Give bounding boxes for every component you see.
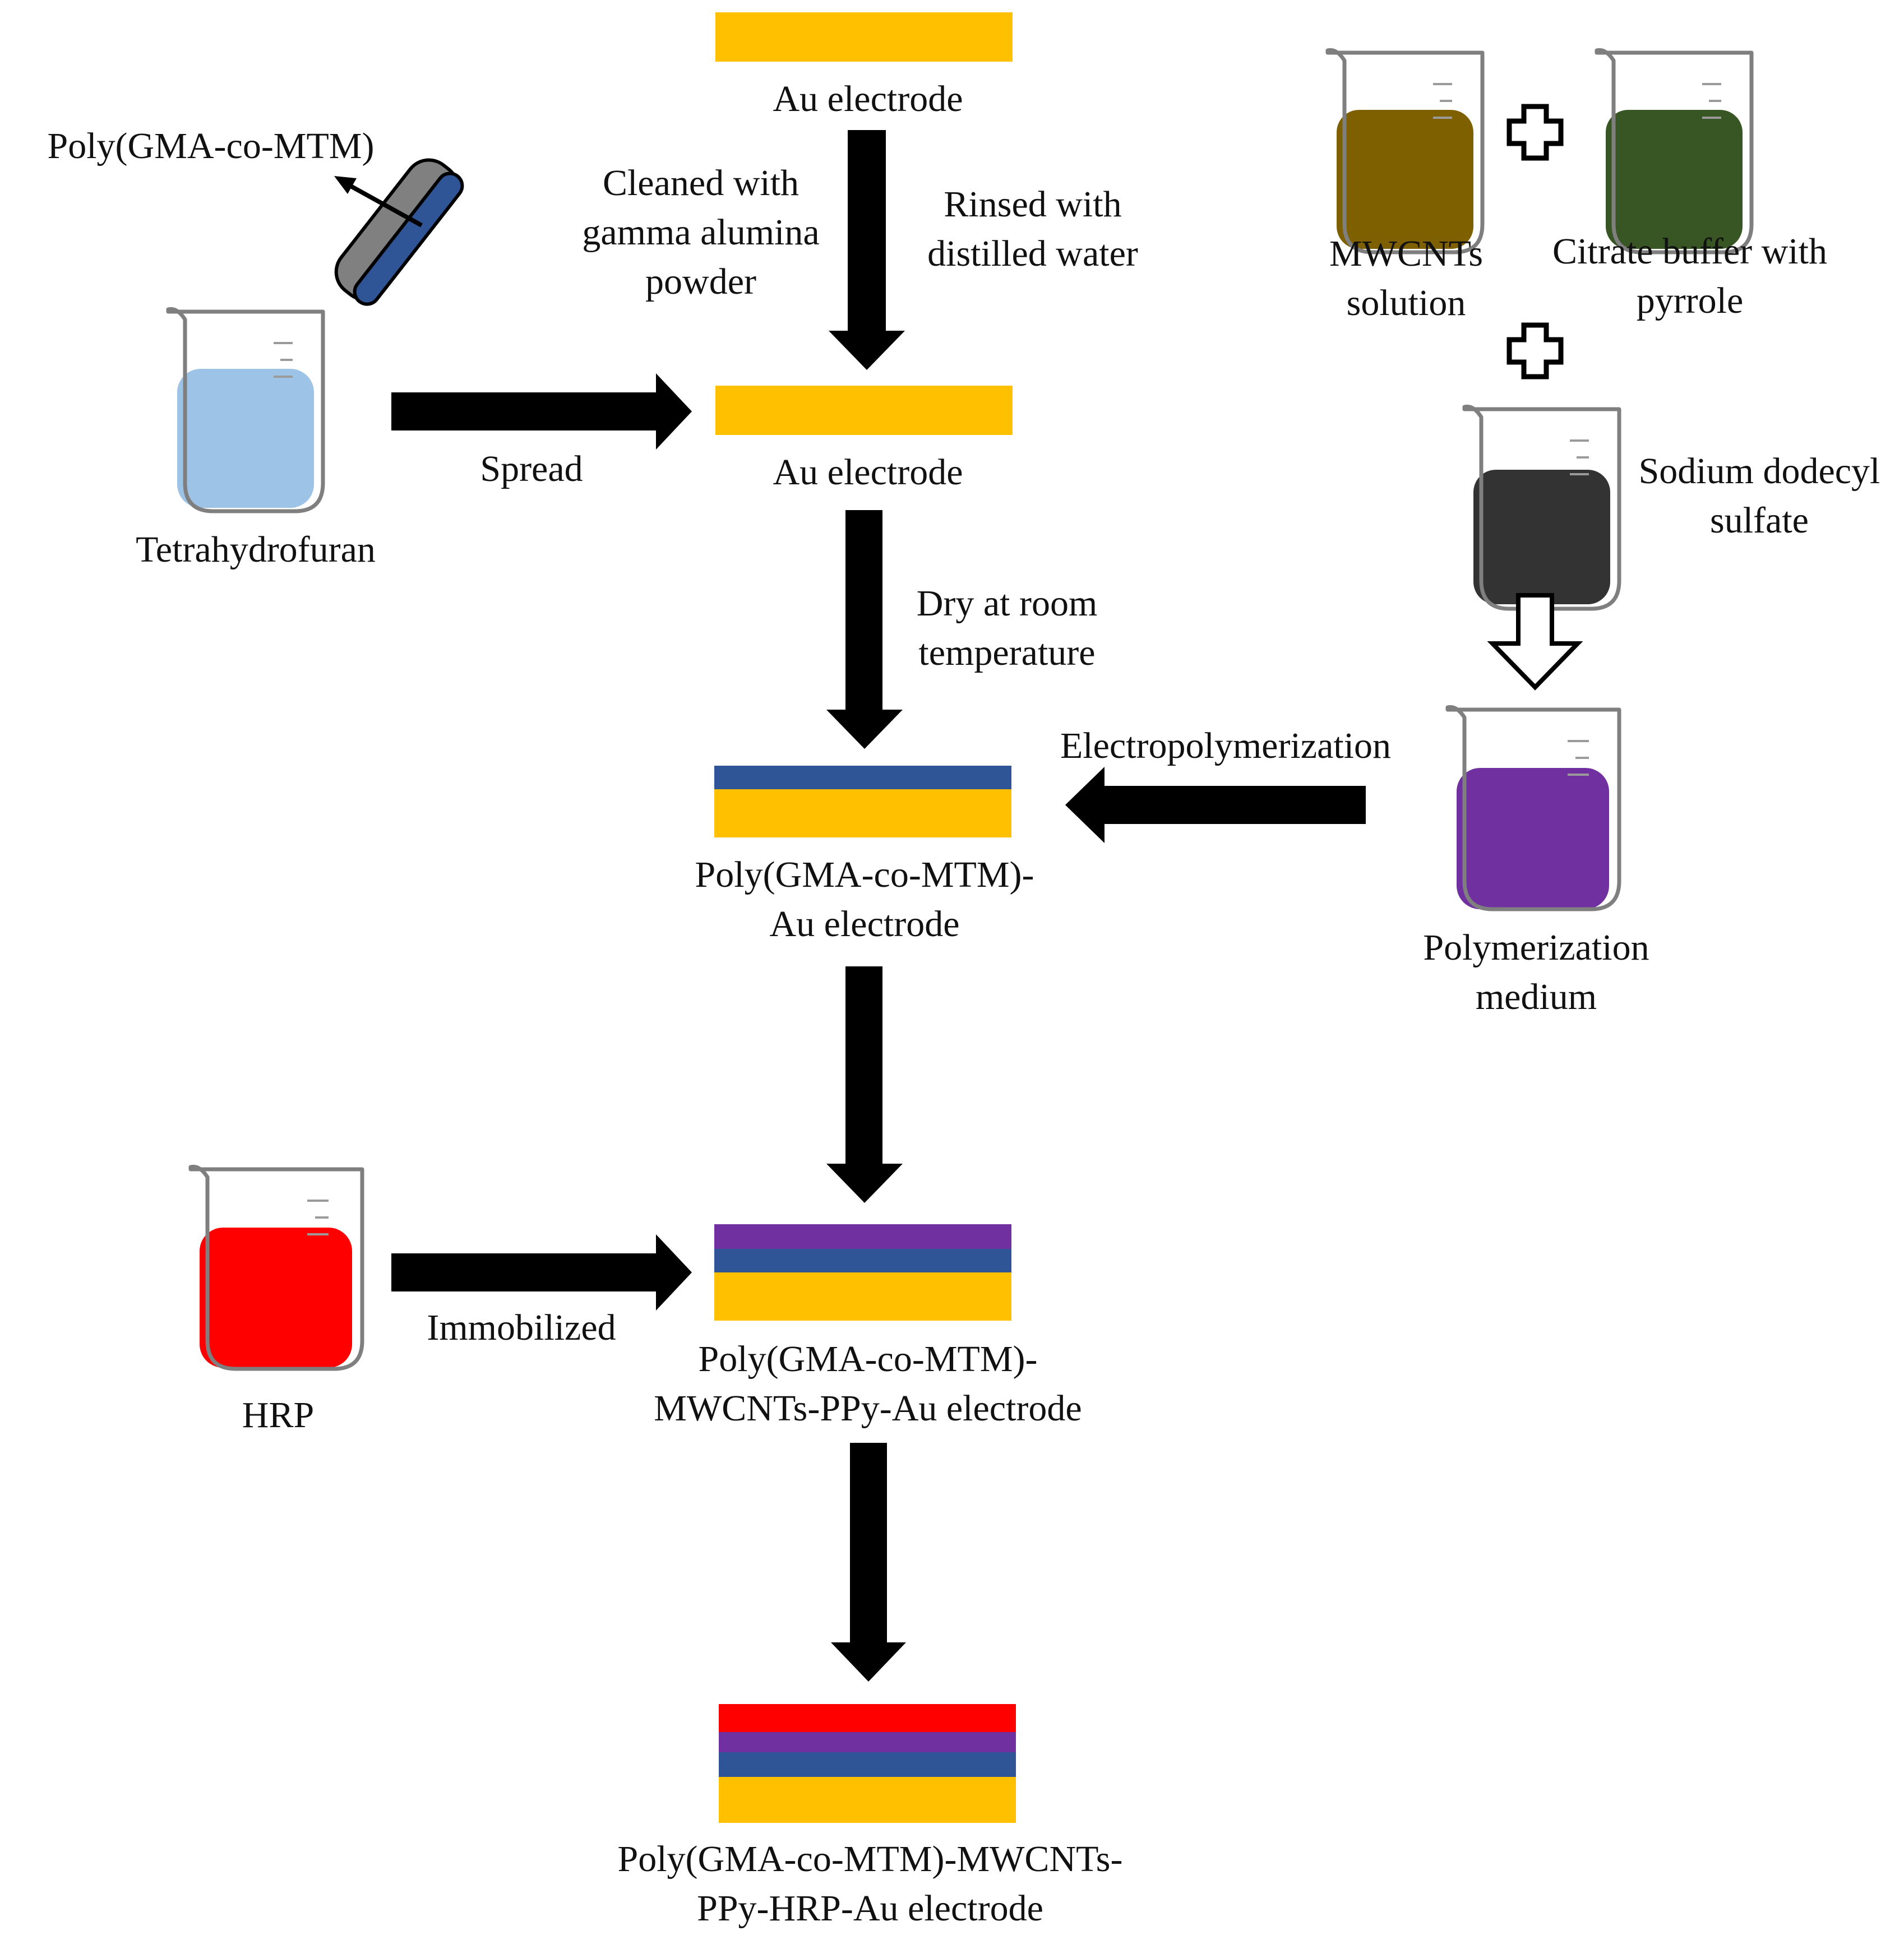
rinsed-label-line2: distilled water bbox=[927, 233, 1138, 274]
mwcnts-label-line2: solution bbox=[1347, 283, 1466, 323]
medium-liquid bbox=[1457, 768, 1609, 909]
final-electrode-label-line1: Poly(GMA-co-MTM)-MWCNTs- bbox=[618, 1839, 1123, 1879]
beaker-hrp bbox=[188, 1164, 364, 1371]
poly-mwcnt-ppy-au-electrode bbox=[714, 1224, 1011, 1321]
cleaned-label-line3: powder bbox=[645, 261, 756, 302]
arrow-down-clean bbox=[829, 130, 905, 370]
sds-label-line2: sulfate bbox=[1710, 500, 1809, 541]
citrate-liquid bbox=[1606, 110, 1743, 249]
layer-gold bbox=[714, 788, 1011, 837]
beaker-citrate-buffer bbox=[1597, 50, 1752, 252]
poly-mwcnt-electrode-label-line2: MWCNTs-PPy-Au electrode bbox=[654, 1388, 1082, 1429]
poly-au-electrode-label-line2: Au electrode bbox=[770, 904, 960, 945]
poly-gma-pointer-arrow bbox=[334, 176, 423, 228]
disk-bottom bbox=[353, 172, 464, 306]
layer-poly-gma bbox=[714, 766, 1011, 789]
arrow-down-4 bbox=[831, 1443, 906, 1682]
hrp-label: HRP bbox=[242, 1395, 314, 1436]
poly-gma-label: Poly(GMA-co-MTM) bbox=[48, 126, 375, 166]
poly-au-electrode bbox=[714, 766, 1011, 837]
layer-gold bbox=[719, 1776, 1016, 1823]
layer-gold bbox=[714, 1271, 1011, 1321]
arrow-down-dry bbox=[826, 510, 903, 749]
arrow-left-electropolymerization bbox=[1065, 767, 1366, 843]
plus-icon bbox=[1506, 322, 1564, 379]
sds-label-line1: Sodium dodecyl bbox=[1639, 451, 1880, 492]
rinsed-label-line1: Rinsed with bbox=[944, 184, 1121, 225]
layer-poly-gma bbox=[719, 1751, 1016, 1777]
plus-icon bbox=[1506, 104, 1564, 161]
immobilized-label: Immobilized bbox=[427, 1307, 616, 1348]
citrate-label-line2: pyrrole bbox=[1637, 280, 1744, 321]
mwcnts-liquid bbox=[1337, 110, 1473, 249]
polymer-disk-icon bbox=[334, 158, 464, 306]
beaker-polymerization-medium bbox=[1445, 705, 1621, 911]
au-electrode-top bbox=[715, 12, 1013, 62]
layer-poly-gma bbox=[714, 1248, 1011, 1272]
au-electrode-top-label: Au electrode bbox=[773, 78, 963, 119]
medium-label-line2: medium bbox=[1476, 976, 1597, 1017]
layer-hrp bbox=[719, 1704, 1016, 1732]
hrp-liquid bbox=[200, 1228, 352, 1368]
citrate-label-line1: Citrate buffer with bbox=[1552, 231, 1827, 272]
poly-au-electrode-label-line1: Poly(GMA-co-MTM)- bbox=[695, 854, 1034, 895]
spread-label: Spread bbox=[480, 448, 583, 489]
beaker-sds bbox=[1464, 406, 1619, 609]
arrow-right-spread bbox=[391, 373, 692, 450]
poly-mwcnt-electrode-label-line1: Poly(GMA-co-MTM)- bbox=[699, 1339, 1038, 1379]
layer-mwcnt-ppy bbox=[714, 1224, 1011, 1249]
arrow-right-immobilized bbox=[391, 1234, 692, 1311]
dry-label-line1: Dry at room bbox=[917, 583, 1098, 624]
mwcnts-label-line1: MWCNTs bbox=[1329, 233, 1483, 274]
electropolymerization-label: Electropolymerization bbox=[1060, 725, 1391, 766]
layer-mwcnt-ppy bbox=[719, 1731, 1016, 1752]
cleaned-label-line2: gamma alumina bbox=[582, 212, 819, 253]
au-electrode-mid bbox=[715, 386, 1013, 435]
final-hrp-electrode bbox=[719, 1704, 1016, 1823]
hollow-down-arrow-icon bbox=[1487, 593, 1583, 691]
final-electrode-label-line2: PPy-HRP-Au electrode bbox=[697, 1888, 1043, 1929]
arrow-down-3 bbox=[826, 966, 903, 1203]
medium-label-line1: Polymerization bbox=[1423, 927, 1649, 968]
dry-label-line2: temperature bbox=[918, 632, 1095, 673]
beaker-tetrahydrofuran bbox=[168, 309, 323, 511]
thf-liquid bbox=[177, 369, 314, 508]
beaker-mwcnts bbox=[1328, 50, 1482, 252]
thf-label: Tetrahydrofuran bbox=[136, 529, 376, 570]
sds-liquid bbox=[1473, 470, 1610, 604]
cleaned-label-line1: Cleaned with bbox=[603, 163, 799, 203]
au-electrode-mid-label: Au electrode bbox=[773, 452, 963, 493]
